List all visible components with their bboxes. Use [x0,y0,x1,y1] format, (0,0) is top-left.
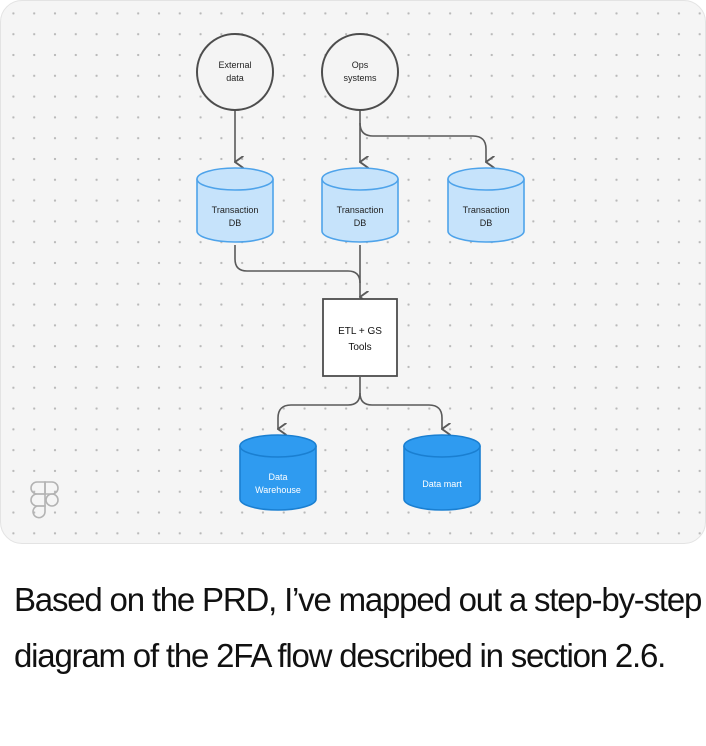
svg-text:Transaction: Transaction [337,205,384,215]
source-ops-systems: Ops systems [321,33,399,111]
svg-text:systems: systems [343,73,377,83]
svg-text:Tools: Tools [348,342,371,353]
svg-text:External: External [218,60,251,70]
svg-text:Data mart: Data mart [422,479,462,489]
transaction-db-1: Transaction DB [196,167,274,243]
svg-text:DB: DB [229,218,242,228]
svg-text:DB: DB [354,218,367,228]
connector-ops-to-db3 [359,122,486,162]
transaction-db-2: Transaction DB [321,167,399,243]
connector-db1-to-etl [234,245,361,284]
source-external-data: External data [196,33,274,111]
svg-text:Warehouse: Warehouse [255,485,301,495]
caption-text: Based on the PRD, I’ve mapped out a step… [14,581,702,674]
svg-text:Transaction: Transaction [463,205,510,215]
svg-text:DB: DB [480,218,493,228]
svg-text:Data: Data [268,472,287,482]
etl-tools-box: ETL + GS Tools [322,298,398,377]
svg-text:Ops: Ops [352,60,369,70]
svg-text:ETL + GS: ETL + GS [338,326,382,337]
transaction-db-3: Transaction DB [447,167,525,243]
flow-diagram: External data Ops systems Transaction DB… [196,33,525,511]
connector-etl-to-datamart [359,392,442,429]
connector-etl-to-warehouse [278,377,361,429]
diagram-canvas: External data Ops systems Transaction DB… [0,0,706,544]
data-warehouse-db: Data Warehouse [239,434,317,511]
figma-icon [30,481,59,519]
svg-text:data: data [226,73,244,83]
data-mart-db: Data mart [403,434,481,511]
svg-text:Transaction: Transaction [212,205,259,215]
